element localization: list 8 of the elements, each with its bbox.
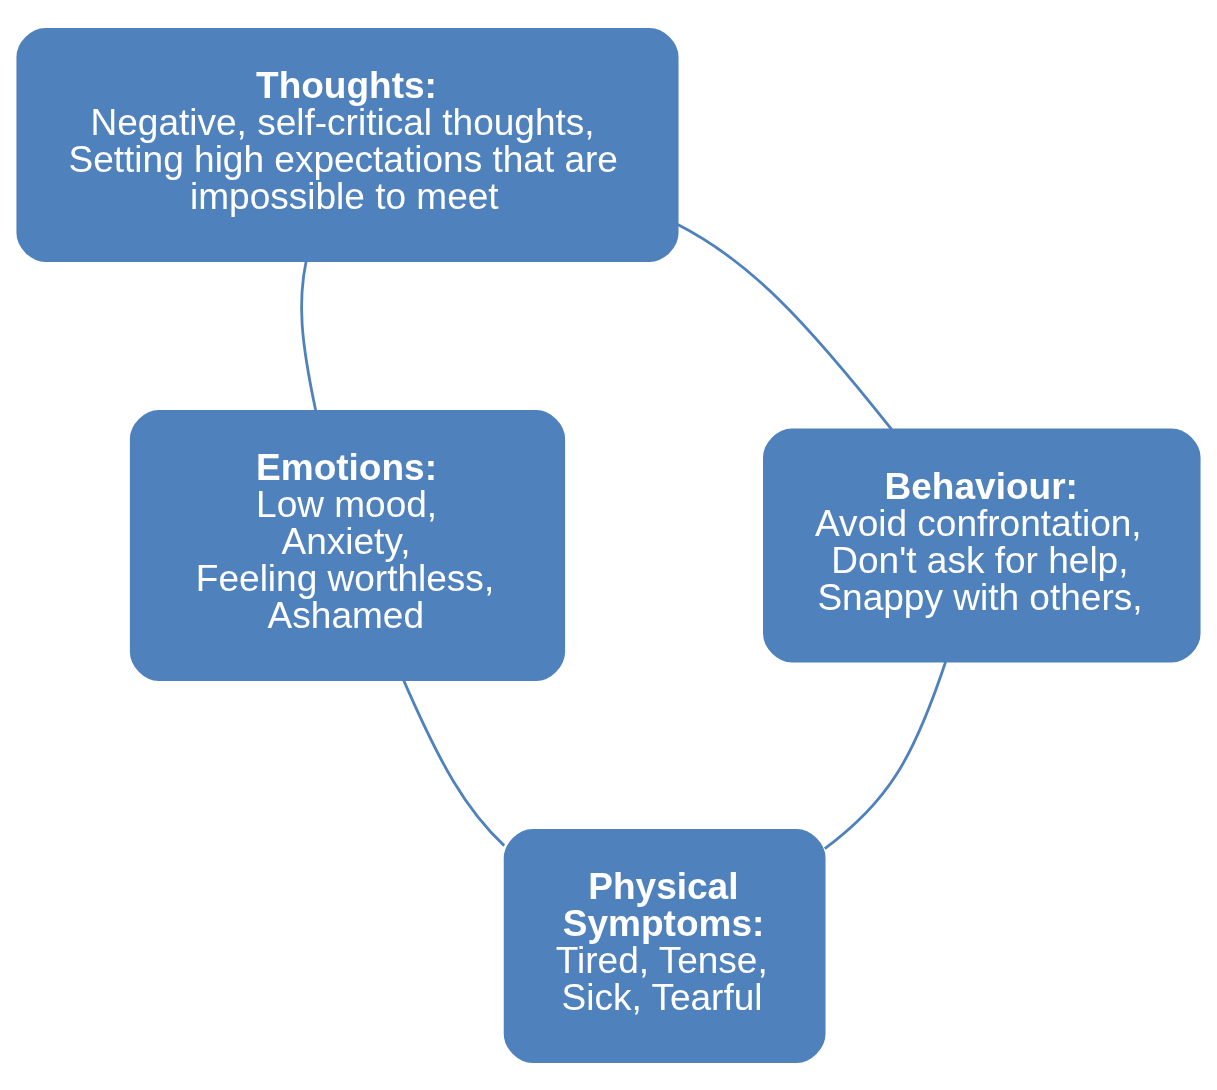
connector: [300, 260, 318, 411]
node-box: Physical Symptoms: Tired, Tense, Sick, Tearful: [503, 828, 826, 1063]
connector: [402, 679, 506, 847]
node-box: Thoughts: Negative, self-critical thoughts, Setting high expectations that are impossible to meet: [16, 27, 679, 262]
connector: [677, 222, 893, 430]
connector: [823, 661, 947, 850]
node-box: Emotions: Low mood, Anxiety, Feeling worthless, Ashamed: [129, 409, 566, 681]
node-box: Behaviour: Avoid confrontation, Don't ask for help, Snappy with others,: [763, 428, 1201, 662]
